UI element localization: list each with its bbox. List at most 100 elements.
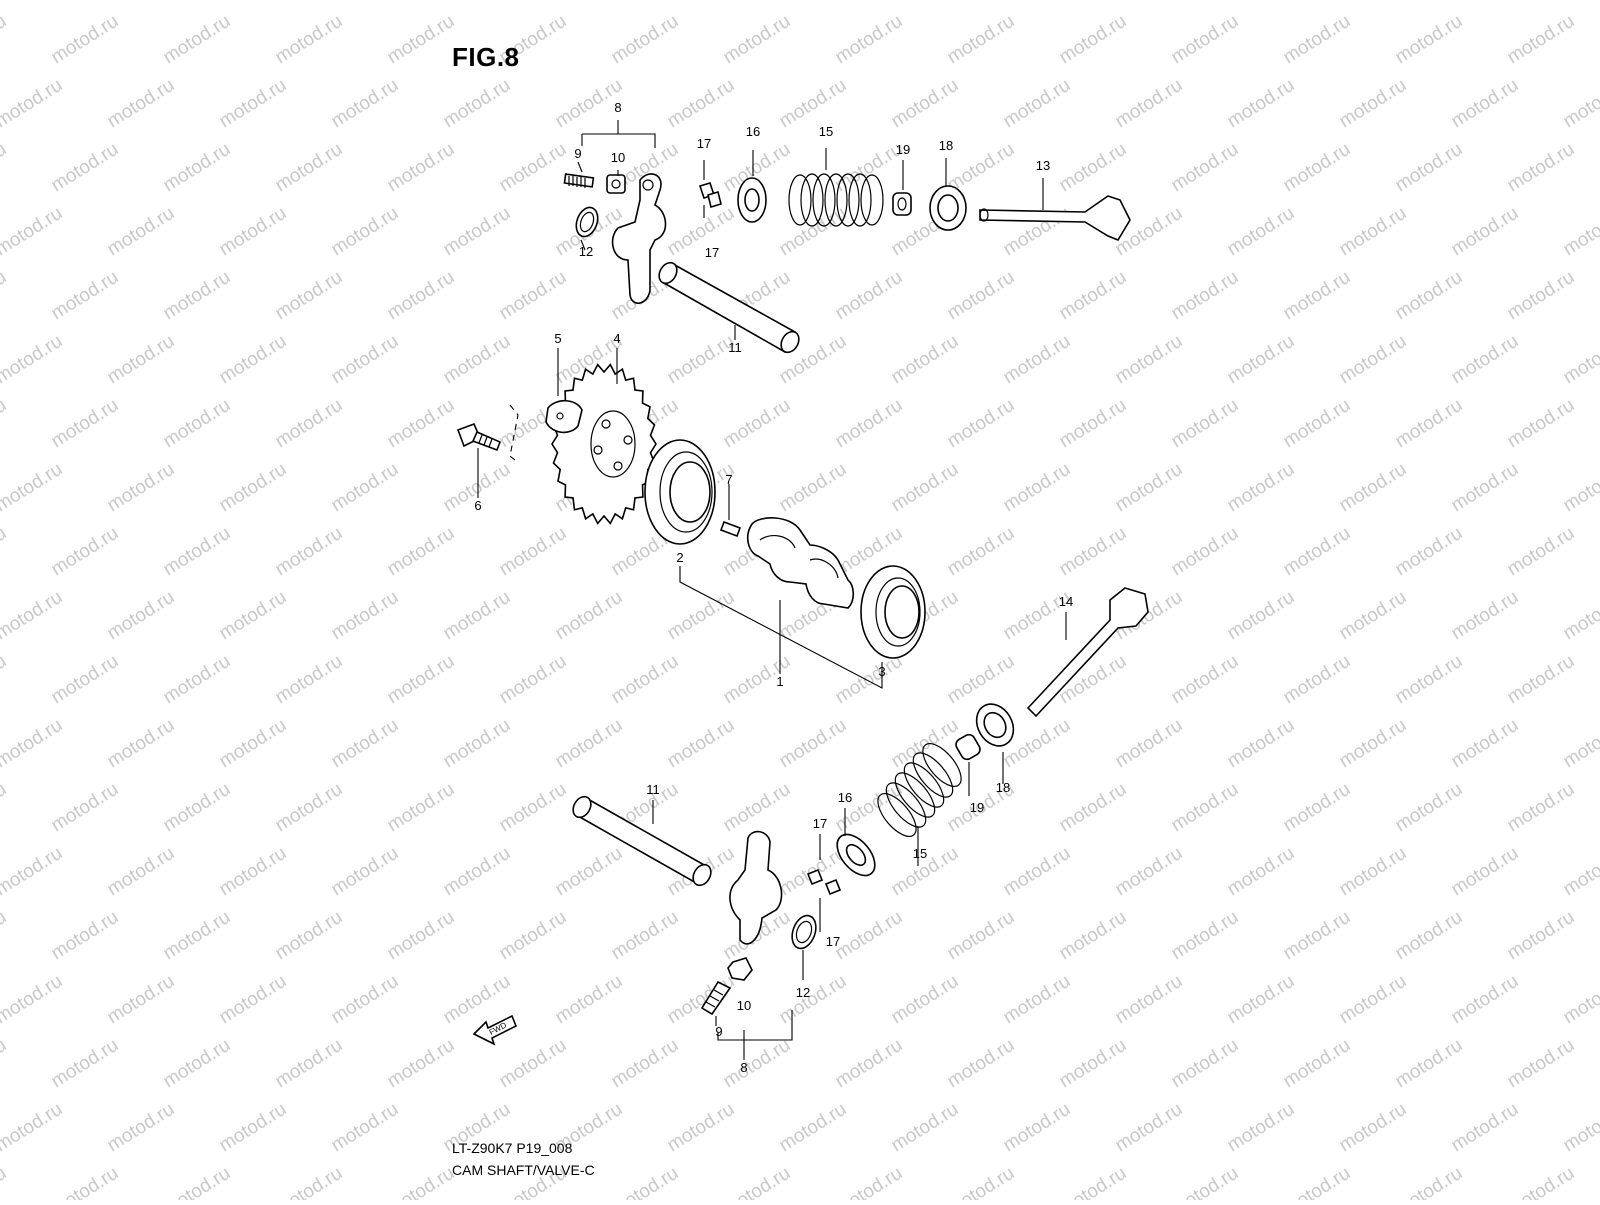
- watermark-text: motod.ru: [0, 11, 10, 69]
- watermark-text: motod.ru: [384, 907, 459, 965]
- watermark-text: motod.ru: [944, 267, 1019, 325]
- watermark-text: motod.ru: [1336, 1099, 1411, 1157]
- watermark-text: motod.ru: [664, 331, 739, 389]
- watermark-text: motod.ru: [216, 843, 291, 901]
- callout-10: 10: [737, 998, 751, 1013]
- watermark-text: motod.ru: [1000, 843, 1075, 901]
- watermark-text: motod.ru: [0, 715, 66, 773]
- callout-18: 18: [939, 138, 953, 153]
- watermark-text: motod.ru: [776, 971, 851, 1029]
- intake-valve: [979, 195, 1131, 241]
- watermark-text: motod.ru: [0, 651, 10, 709]
- watermark-text: motod.ru: [104, 331, 179, 389]
- watermark-text: motod.ru: [552, 0, 627, 4]
- watermark-text: motod.ru: [104, 587, 179, 645]
- callout-16: 16: [746, 124, 760, 139]
- watermark-text: motod.ru: [776, 0, 851, 4]
- watermark-text: motod.ru: [1224, 203, 1299, 261]
- watermark-text: motod.ru: [1224, 843, 1299, 901]
- watermark-text: motod.ru: [1224, 75, 1299, 133]
- spring-seat-upper: [892, 192, 912, 216]
- watermark-text: motod.ru: [1280, 139, 1355, 197]
- watermark-text: motod.ru: [1280, 1035, 1355, 1093]
- watermark-text: motod.ru: [104, 203, 179, 261]
- watermark-text: motod.ru: [944, 1035, 1019, 1093]
- callout-8: 8: [614, 100, 621, 115]
- watermark-text: motod.ru: [944, 523, 1019, 581]
- watermark-text: motod.ru: [944, 1163, 1019, 1200]
- watermark-text: motod.ru: [0, 1035, 10, 1093]
- watermark-text: motod.ru: [0, 203, 66, 261]
- watermark-text: motod.ru: [272, 139, 347, 197]
- watermark-text: motod.ru: [1056, 139, 1131, 197]
- watermark-text: motod.ru: [832, 267, 907, 325]
- watermark-text: motod.ru: [1112, 0, 1187, 4]
- watermark-text: motod.ru: [272, 779, 347, 837]
- watermark-text: motod.ru: [216, 1099, 291, 1157]
- watermark-text: motod.ru: [1560, 971, 1600, 1029]
- watermark-text: motod.ru: [1168, 139, 1243, 197]
- watermark-text: motod.ru: [48, 907, 123, 965]
- lower-valve-assembly: [572, 587, 1149, 1060]
- watermark-text: motod.ru: [0, 971, 66, 1029]
- watermark-text: motod.ru: [1336, 203, 1411, 261]
- watermark-text: motod.ru: [328, 971, 403, 1029]
- watermark-text: motod.ru: [328, 459, 403, 517]
- watermark-text: motod.ru: [440, 587, 515, 645]
- watermark-text: motod.ru: [1000, 75, 1075, 133]
- watermark-text: motod.ru: [720, 11, 795, 69]
- spring-seat-lower: [955, 733, 981, 761]
- watermark-text: motod.ru: [1280, 907, 1355, 965]
- watermark-text: motod.ru: [1280, 11, 1355, 69]
- callout-17: 17: [813, 816, 827, 831]
- callout-13: 13: [1036, 158, 1050, 173]
- watermark-text: motod.ru: [1448, 715, 1523, 773]
- watermark-text: motod.ru: [384, 11, 459, 69]
- watermark-text: motod.ru: [944, 651, 1019, 709]
- watermark-text: motod.ru: [776, 203, 851, 261]
- watermark-text: motod.ru: [1392, 907, 1467, 965]
- watermark-text: motod.ru: [1112, 715, 1187, 773]
- valve-spring-lower: [877, 743, 962, 837]
- watermark-text: motod.ru: [1000, 0, 1075, 4]
- watermark-text: motod.ru: [1112, 843, 1187, 901]
- callout-5: 5: [554, 331, 561, 346]
- watermark-text: motod.ru: [48, 1035, 123, 1093]
- watermark-text: motod.ru: [720, 1035, 795, 1093]
- adjuster-nut-lower: [727, 957, 753, 981]
- watermark-text: motod.ru: [496, 139, 571, 197]
- watermark-text: motod.ru: [216, 459, 291, 517]
- watermark-text: motod.ru: [440, 843, 515, 901]
- watermark-text: motod.ru: [776, 715, 851, 773]
- watermark-text: motod.ru: [1448, 1099, 1523, 1157]
- watermark-text: motod.ru: [944, 395, 1019, 453]
- sprocket-bolt: [456, 422, 502, 452]
- watermark-text: motod.ru: [1000, 971, 1075, 1029]
- watermark-text: motod.ru: [1000, 459, 1075, 517]
- watermark-text: motod.ru: [1000, 331, 1075, 389]
- watermark-text: motod.ru: [552, 715, 627, 773]
- watermark-text: motod.ru: [1168, 395, 1243, 453]
- watermark-text: motod.ru: [1448, 331, 1523, 389]
- watermark-text: motod.ru: [1504, 1163, 1579, 1200]
- watermark-text: motod.ru: [272, 1035, 347, 1093]
- watermark-text: motod.ru: [104, 75, 179, 133]
- watermark-text: motod.ru: [440, 203, 515, 261]
- bearing-left: [644, 439, 716, 545]
- watermark-text: motod.ru: [608, 11, 683, 69]
- callout-19: 19: [896, 142, 910, 157]
- watermark-text: motod.ru: [104, 0, 179, 4]
- watermark-text: motod.ru: [328, 75, 403, 133]
- callout-16: 16: [838, 790, 852, 805]
- watermark-text: motod.ru: [1168, 907, 1243, 965]
- watermark-text: motod.ru: [160, 267, 235, 325]
- cotter-lower: [806, 868, 824, 886]
- watermark-text: motod.ru: [216, 203, 291, 261]
- watermark-text: motod.ru: [1112, 331, 1187, 389]
- watermark-text: motod.ru: [1056, 523, 1131, 581]
- watermark-text: motod.ru: [440, 715, 515, 773]
- watermark-text: motod.ru: [1280, 651, 1355, 709]
- watermark-text: motod.ru: [1224, 0, 1299, 4]
- watermark-text: motod.ru: [1056, 395, 1131, 453]
- watermark-text: motod.ru: [160, 395, 235, 453]
